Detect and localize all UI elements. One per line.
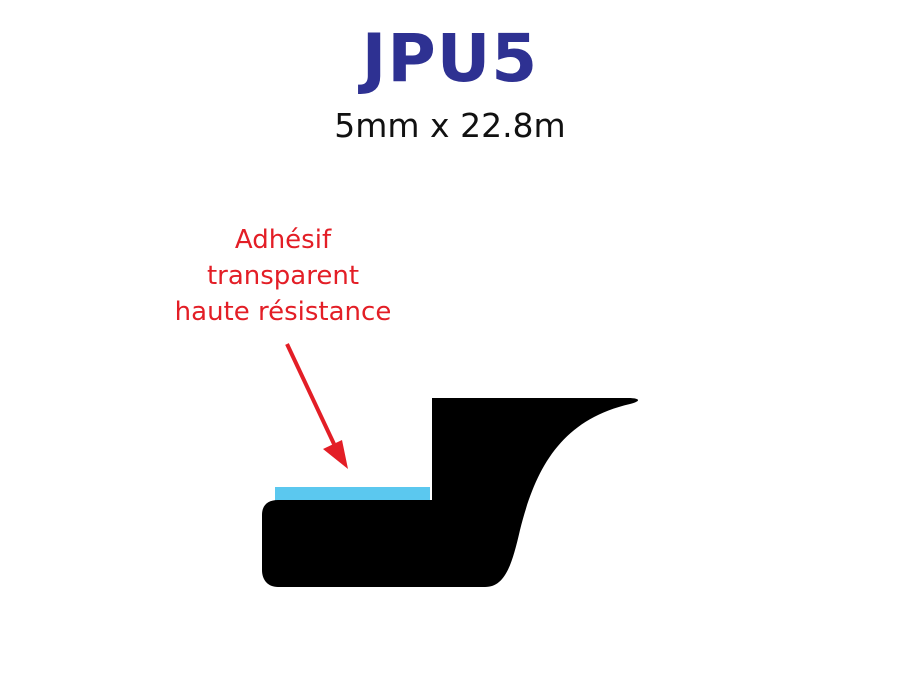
rubber-seal-profile [262, 398, 639, 587]
product-dimensions: 5mm x 22.8m [334, 106, 566, 145]
adhesive-label-line-2: transparent [206, 261, 360, 291]
adhesive-label-line-3: haute résistance [174, 297, 392, 327]
annotation-arrowhead-icon [323, 440, 348, 469]
adhesive-label: Adhésif transparent haute résistance [140, 222, 426, 330]
adhesive-strip [275, 487, 430, 501]
adhesive-label-line-1: Adhésif [234, 225, 332, 255]
annotation-arrow-line [285, 343, 336, 445]
product-title: JPU5 [361, 20, 539, 97]
